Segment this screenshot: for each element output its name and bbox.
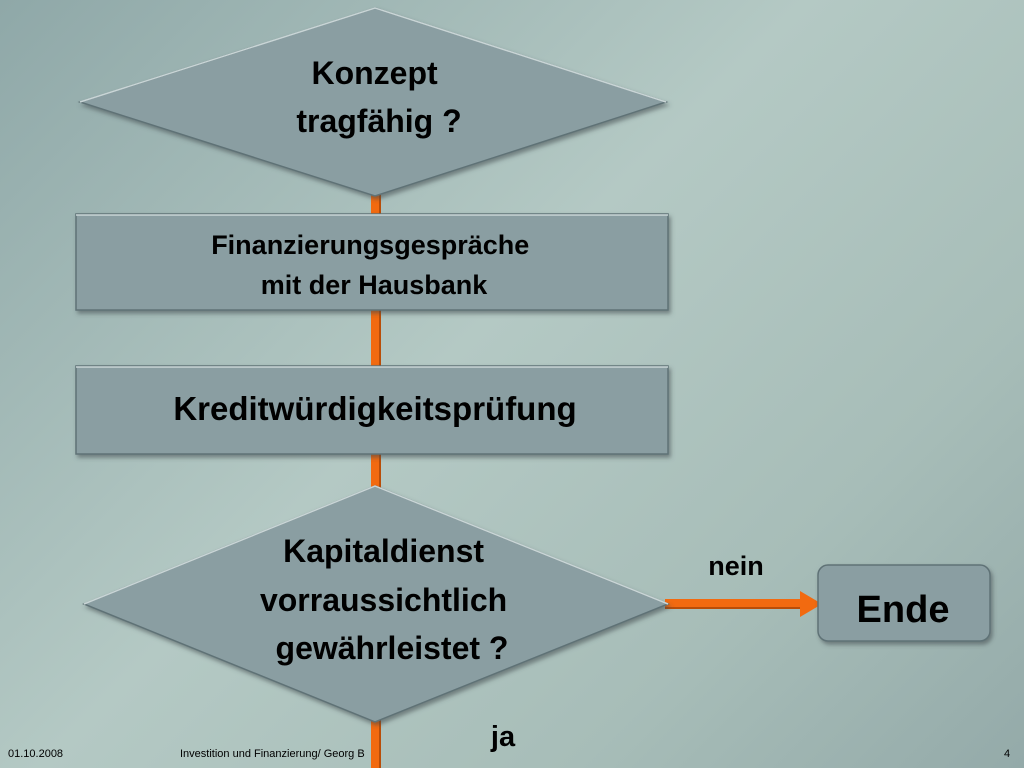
process-financing-talks-label: Finanzierungsgespräche mit der Hausbank: [211, 230, 537, 300]
process-financing-talks-line: mit der Hausbank: [261, 270, 489, 300]
footer-date: 01.10.2008: [8, 748, 64, 760]
decision-concept-line: tragfähig ?: [296, 103, 461, 139]
edge-label-yes: ja: [490, 721, 516, 753]
terminal-end-line: Ende: [857, 589, 950, 631]
decision-debt-service-line: Kapitaldienst: [283, 533, 484, 569]
decision-debt-service-line: gewährleistet ?: [276, 630, 509, 666]
decision-debt-service: Kapitaldienst vorraussichtlich gewährlei…: [82, 485, 671, 723]
process-credit-check: Kreditwürdigkeitsprüfung: [75, 365, 669, 455]
edge-label-no: nein: [708, 551, 764, 581]
decision-concept-line: Konzept: [311, 55, 438, 91]
terminal-end: Ende: [817, 564, 991, 642]
process-financing-talks-line: Finanzierungsgespräche: [211, 230, 529, 260]
connector-no-to-end: [665, 591, 822, 617]
footer-title: Investition und Finanzierung/ Georg B: [180, 748, 365, 760]
footer-page-number: 4: [1004, 748, 1011, 760]
decision-concept: Konzept tragfähig ?: [77, 7, 669, 197]
process-financing-talks: Finanzierungsgespräche mit der Hausbank: [75, 213, 669, 311]
vertical-connector: [371, 190, 381, 768]
decision-debt-service-line: vorraussichtlich: [260, 582, 507, 618]
process-credit-check-label: Kreditwürdigkeitsprüfung: [173, 390, 576, 427]
decision-debt-service-label: Kapitaldienst vorraussichtlich gewährlei…: [260, 533, 516, 666]
decision-concept-label: Konzept tragfähig ?: [296, 55, 461, 139]
process-credit-check-line: Kreditwürdigkeitsprüfung: [173, 390, 576, 427]
terminal-end-label: Ende: [857, 589, 950, 631]
